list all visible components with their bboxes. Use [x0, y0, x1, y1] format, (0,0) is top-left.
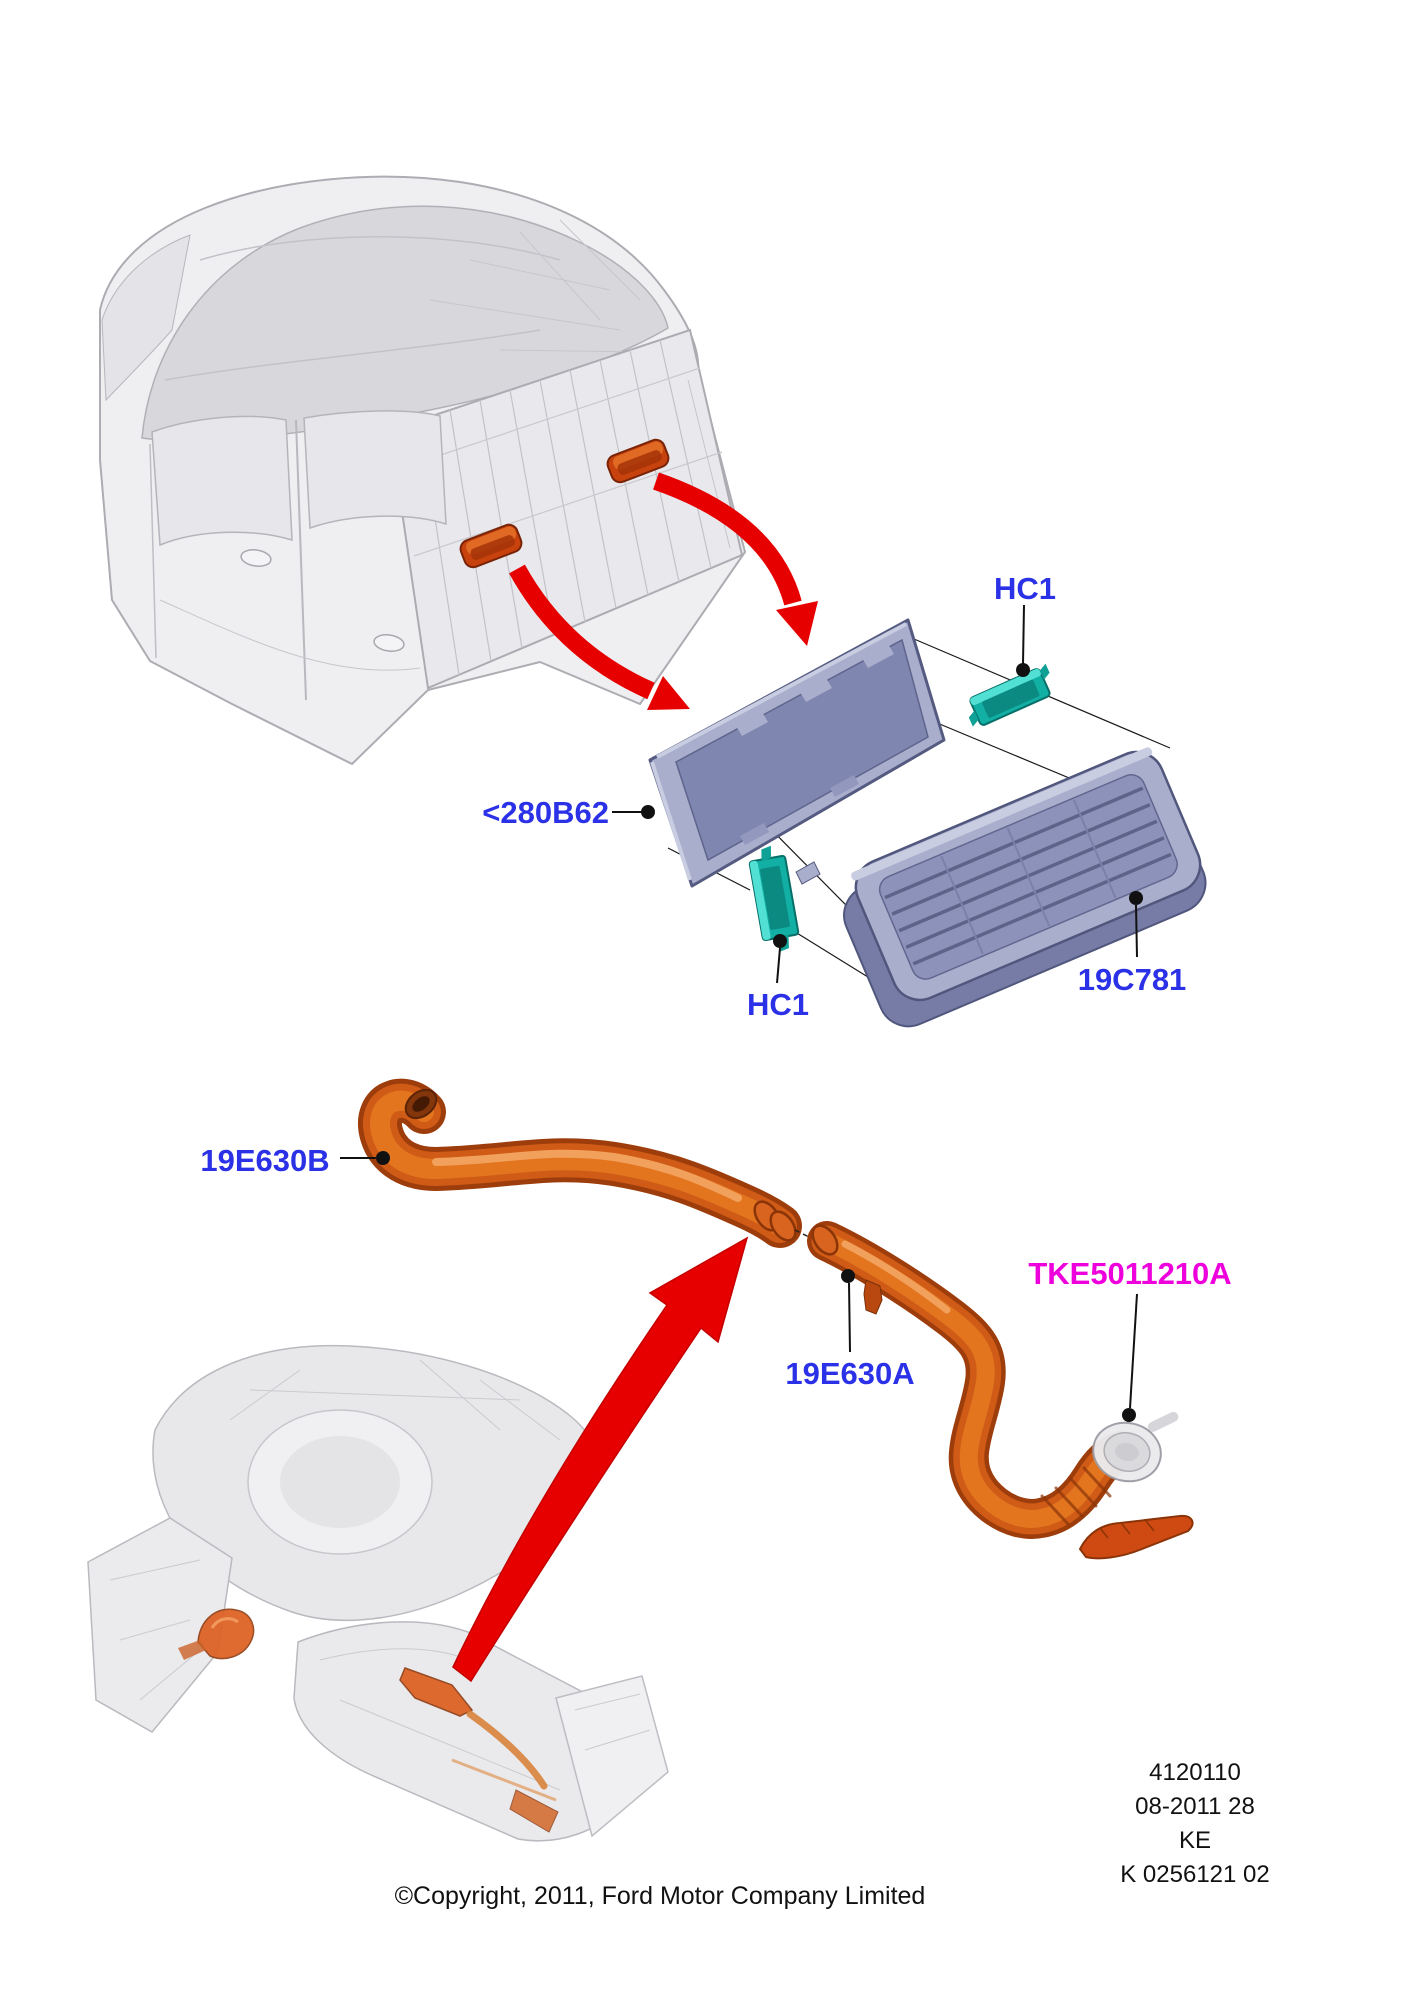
vent-panel-280b62 [648, 618, 946, 888]
hose-bracket [1078, 1514, 1194, 1560]
red-arrow-right-vent [653, 472, 818, 646]
callout-tke5011210a[interactable]: TKE5011210A [1028, 1256, 1232, 1291]
hose-19e630b [358, 1078, 802, 1248]
duct-highlight [197, 1608, 255, 1660]
drawing-number: 4120110 [1149, 1759, 1241, 1786]
grommet-tke5011210a [1092, 1411, 1179, 1483]
hose-19e630a [807, 1221, 1141, 1539]
console-illustration [87, 1344, 669, 1842]
copyright-notice: ©Copyright, 2011, Ford Motor Company Lim… [394, 1882, 926, 1910]
drawing-market-code: KE [1178, 1827, 1211, 1854]
callout-leaders-upper [612, 604, 1143, 984]
drawing-revision-code: K 0256121 02 [1120, 1861, 1270, 1888]
clip-hc1-top [968, 663, 1051, 727]
callout-leaders-lower [340, 1151, 1138, 1422]
callout-19c781[interactable]: 19C781 [1077, 962, 1187, 997]
callout-19e630b[interactable]: 19E630B [200, 1143, 330, 1178]
red-arrow-left-vent [509, 564, 690, 710]
door-handle [373, 634, 405, 652]
callout-19e630a[interactable]: 19E630A [785, 1356, 915, 1391]
clip-hc1-bottom [748, 845, 800, 952]
door-handle [240, 549, 272, 567]
drawing-info-block: 4120110 08-2011 28 KE K 0256121 02 [1045, 1756, 1345, 1892]
grille-19c781 [843, 747, 1207, 1028]
callout-hc1-top[interactable]: HC1 [993, 571, 1056, 606]
truck-cab-illustration [99, 175, 746, 765]
duct-highlight [399, 1667, 474, 1717]
callout-280b62[interactable]: <280B62 [482, 795, 609, 830]
red-arrow-console-to-hose [452, 1236, 749, 1683]
callout-hc1-bottom[interactable]: HC1 [746, 987, 809, 1022]
vent-highlight-right [606, 438, 670, 484]
vent-highlight-left [459, 523, 523, 569]
drawing-date-code: 08-2011 28 [1135, 1793, 1255, 1820]
